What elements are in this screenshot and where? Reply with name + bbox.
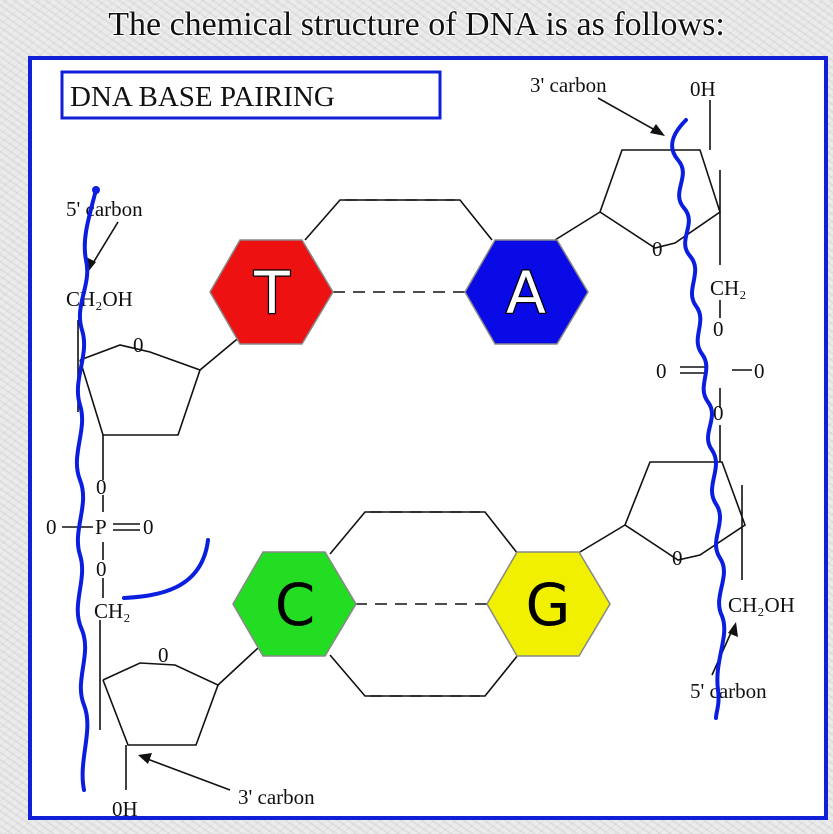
base-t-letter: T (253, 259, 290, 327)
label-phos-left-o-left: 0 (46, 515, 57, 539)
label-ring-o-2: 0 (652, 237, 663, 261)
arrow-3prime-top (597, 97, 663, 135)
label-phos-right-o-top: 0 (713, 317, 724, 341)
page-title: The chemical structure of DNA is as foll… (108, 6, 725, 43)
label-oh-bottom: 0H (112, 797, 138, 821)
label-phos-left-o-bottom: 0 (96, 557, 107, 581)
arrow-5prime-left (89, 221, 119, 269)
label-ch2-left: CH₂ (94, 599, 131, 623)
label-ring-o-4: 0 (158, 643, 169, 667)
label-5prime-carbon-right: 5' carbon (690, 679, 767, 703)
base-g-letter: G (526, 571, 571, 639)
label-phos-left-p: P (95, 515, 107, 539)
label-ring-o-3: 0 (672, 546, 683, 570)
sugar-left-top (79, 344, 202, 436)
label-phos-left-o-right: 0 (143, 515, 154, 539)
label-phos-left-o-top: 0 (96, 475, 107, 499)
diagram-heading: DNA BASE PAIRING (70, 81, 335, 113)
label-phos-right-o-right: 0 (754, 359, 765, 383)
bond-cG-top (329, 511, 519, 555)
base-a-letter: A (506, 259, 546, 327)
label-phos-right-o-bottom: 0 (713, 401, 724, 425)
sugar-left-bottom (102, 662, 220, 746)
base-c-hexagon (232, 551, 357, 657)
label-5prime-carbon-left: 5' carbon (66, 197, 143, 221)
annotation-curve (122, 538, 210, 600)
diagram-frame (28, 56, 828, 820)
annotation-dot (92, 186, 100, 194)
annotation-strand-left (74, 188, 98, 792)
label-ch2oh-right: CH₂OH (728, 593, 795, 617)
base-a-hexagon (464, 239, 589, 345)
base-c-letter: C (275, 571, 316, 639)
base-g-hexagon (486, 551, 611, 657)
bond-cG-bottom (329, 654, 519, 697)
label-ch2oh-left: CH₂OH (66, 287, 133, 311)
annotation-strand-right (670, 118, 727, 720)
label-3prime-carbon-top: 3' carbon (530, 73, 607, 97)
bond-tA-top (304, 199, 493, 241)
label-ch2-right: CH₂ (710, 276, 747, 300)
base-t-hexagon (209, 239, 334, 345)
sugar-right-top (599, 149, 721, 249)
label-3prime-carbon-bottom: 3' carbon (238, 785, 315, 809)
label-ring-o-1: 0 (133, 333, 144, 357)
sugar-right-bottom (624, 461, 746, 561)
arrow-3prime-bottom (141, 756, 231, 791)
label-phos-right-o-left: 0 (656, 359, 667, 383)
label-oh-top: 0H (690, 77, 716, 101)
heading-box (60, 70, 442, 120)
